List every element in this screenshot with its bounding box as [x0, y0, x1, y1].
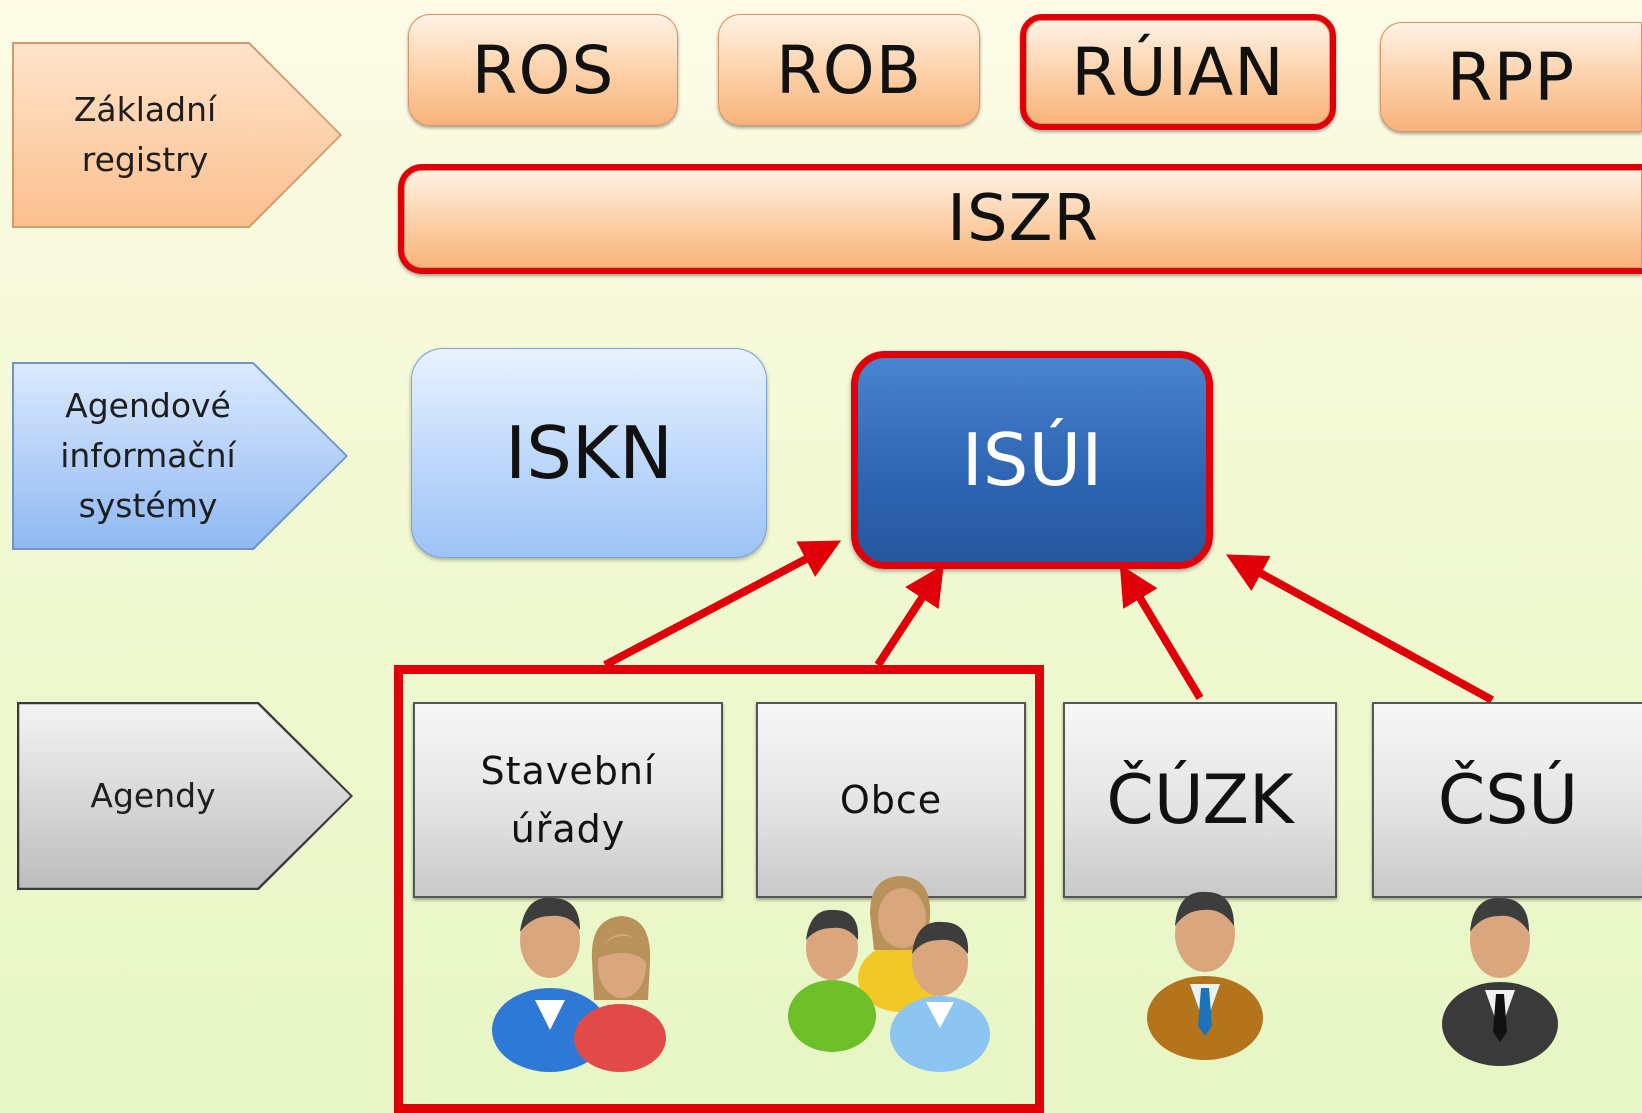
arrow-csu-to-isui — [1225, 554, 1494, 704]
register-label: RÚIAN — [1071, 33, 1285, 111]
agenda-stavebni-urady: Stavební úřady — [413, 702, 723, 898]
category-line-1: Základní — [73, 90, 217, 129]
register-ruian: RÚIAN — [1020, 14, 1336, 130]
chevron-outline — [17, 702, 353, 890]
category-line-3: systémy — [78, 486, 218, 525]
system-iskn: ISKN — [411, 348, 767, 558]
register-ros: ROS — [408, 14, 678, 126]
agenda-obce: Obce — [756, 702, 1026, 898]
agenda-label: ČSÚ — [1437, 760, 1579, 840]
category-label: Agendové informační systémy — [12, 362, 348, 550]
register-rob: ROB — [718, 14, 980, 126]
category-label: Základní registry — [12, 42, 342, 228]
register-iszr: ISZR — [398, 164, 1642, 274]
arrow-cuzk-to-isui — [1119, 564, 1204, 701]
arrow-obce-to-isui — [874, 564, 944, 668]
system-isui: ISÚI — [851, 351, 1213, 569]
register-rpp: RPP — [1380, 22, 1642, 132]
system-label: ISKN — [504, 411, 673, 495]
agenda-line-2: úřady — [510, 807, 626, 851]
chevron-outline — [12, 42, 342, 228]
agenda-csu: ČSÚ — [1372, 702, 1642, 898]
agenda-cuzk: ČÚZK — [1063, 702, 1337, 898]
arrow-stavebni-to-isui — [603, 540, 842, 669]
category-line-2: registry — [81, 140, 209, 179]
category-line-1: Agendové — [65, 386, 231, 425]
register-label: ROB — [775, 31, 923, 109]
register-label: ROS — [471, 31, 615, 109]
system-label: ISÚI — [961, 418, 1103, 502]
register-label: RPP — [1446, 38, 1576, 116]
category-line-2: informační — [60, 436, 236, 475]
register-label: ISZR — [947, 182, 1099, 256]
person-black-suit-icon — [1442, 897, 1558, 1066]
category-label: Agendy — [17, 702, 353, 890]
agenda-line-1: Stavební — [480, 749, 656, 793]
agenda-label: ČÚZK — [1106, 760, 1294, 840]
agenda-label: Obce — [839, 778, 943, 822]
category-line-1: Agendy — [90, 776, 216, 815]
person-brown-suit-icon — [1147, 891, 1263, 1060]
people-pair-icon — [492, 897, 666, 1072]
group-frame-stavebni-obce — [394, 665, 1044, 1113]
people-group-icon — [788, 876, 990, 1072]
chevron-outline — [12, 362, 348, 550]
